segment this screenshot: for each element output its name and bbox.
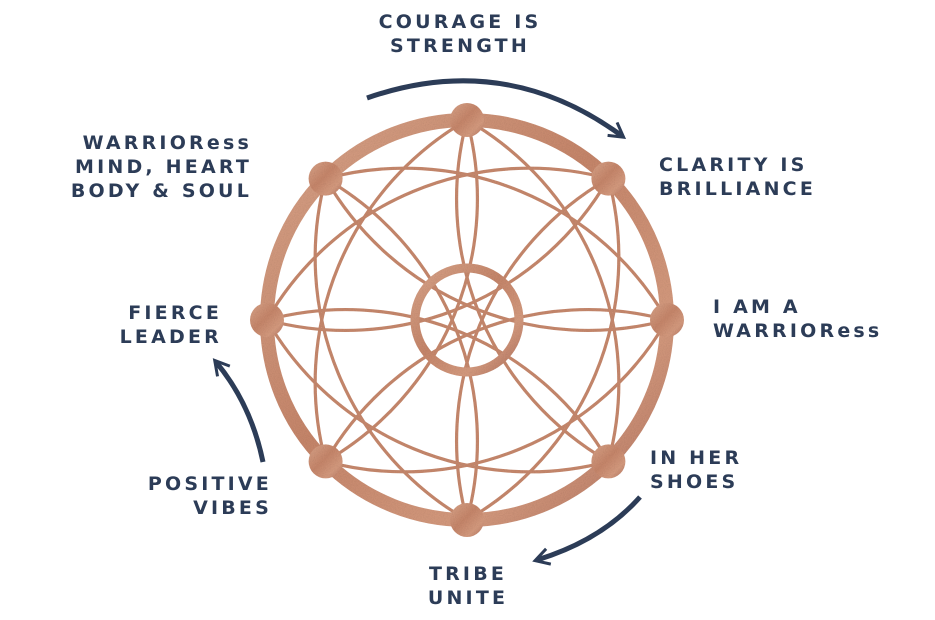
label-line: BRILLIANCE [659, 178, 816, 200]
wheel-knobs [250, 103, 684, 537]
label-line: POSITIVE [147, 473, 272, 495]
label-fierce-leader: FIERCE LEADER [90, 301, 222, 349]
label-line: UNITE [427, 587, 509, 609]
label-in-her-shoes: IN HER SHOES [650, 446, 742, 494]
label-line: I AM A [713, 296, 801, 318]
wheel-knob [450, 103, 484, 137]
label-line: WARRIORess [82, 132, 252, 154]
wheel-petal-arc [324, 177, 668, 332]
wheel-petal-arc [313, 118, 468, 462]
wheel-petals [265, 118, 669, 522]
curved-arrow-icon [366, 78, 627, 139]
wheel-knob [591, 161, 626, 196]
wheel-petal-arc [466, 118, 621, 462]
wheel-petal-arc [466, 178, 621, 522]
wheel-knob [250, 303, 284, 337]
wheel-group [250, 103, 684, 537]
curved-arrow-icon [532, 495, 642, 566]
label-line: WARRIORess [713, 320, 883, 342]
wheel-petal-arc [265, 319, 609, 474]
wheel-petal-arc [266, 177, 610, 332]
label-courage-is-strength: COURAGE IS STRENGTH [360, 10, 560, 58]
label-line: FIERCE [128, 302, 222, 324]
wheel-petal-arc [325, 319, 669, 474]
curved-arrow-icon [212, 358, 266, 463]
label-line: BODY & SOUL [70, 180, 252, 202]
wheel-petal-arc [325, 166, 669, 321]
label-tribe-unite: TRIBE UNITE [408, 562, 528, 610]
label-positive-vibes: POSITIVE VIBES [110, 472, 272, 520]
label-line: IN HER [650, 447, 743, 469]
label-i-am-a-warrioress: I AM A WARRIORess [713, 295, 882, 343]
label-warrioress-mind-heart-body-soul: WARRIORess MIND, HEART BODY & SOUL [40, 131, 252, 203]
label-line: TRIBE [428, 563, 508, 585]
label-line: MIND, HEART [74, 156, 252, 178]
label-clarity-is-brilliance: CLARITY IS BRILLIANCE [659, 153, 816, 201]
wheel-knob [450, 503, 484, 537]
label-line: SHOES [650, 471, 739, 493]
label-line: LEADER [119, 326, 222, 348]
wheel-knob [650, 303, 684, 337]
wheel-knob [308, 444, 343, 479]
wheel-petal-arc [313, 178, 468, 522]
wheel-knob [591, 444, 626, 479]
wheel-inner-ring [410, 263, 524, 377]
label-line: VIBES [193, 497, 272, 519]
wheel-petal-arc [265, 166, 609, 321]
label-line: COURAGE IS [378, 11, 542, 33]
wheel-knob [308, 161, 343, 196]
label-line: STRENGTH [390, 35, 530, 57]
arrows-group [212, 78, 642, 566]
label-line: CLARITY IS [659, 154, 808, 176]
